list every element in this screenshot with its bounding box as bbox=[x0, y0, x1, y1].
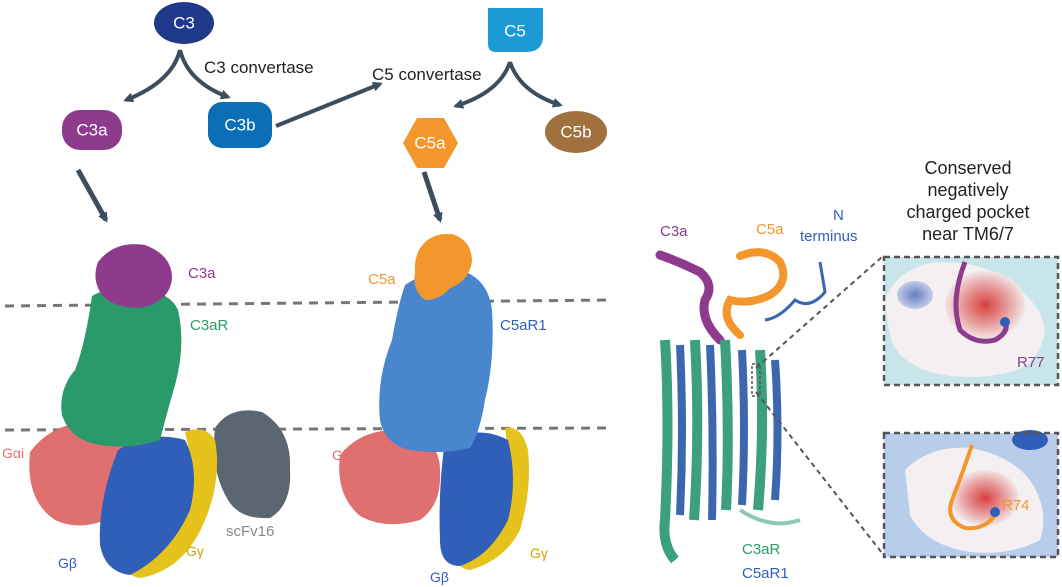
middle-receptor-label: C5aR1 bbox=[500, 317, 547, 334]
c5a-node: C5a bbox=[403, 118, 458, 168]
c3a-node-label: C3a bbox=[76, 121, 108, 140]
c5a-ribbon bbox=[722, 248, 788, 339]
c5-node-label: C5 bbox=[504, 22, 526, 41]
c-terminal-loop bbox=[738, 508, 801, 526]
pocket-title-line4: near TM6/7 bbox=[922, 224, 1014, 244]
pocket-bottom-positive-region bbox=[1012, 430, 1048, 450]
c5ar1-complex-structure: C5a C5aR1 Gαi Gβ Gγ bbox=[332, 233, 548, 585]
complement-cascade: C3 C3 convertase C3a C3b C5 convertase C… bbox=[62, 2, 607, 223]
c3ar-complex-structure: C3a C3aR Gαi Gβ Gγ scFv16 bbox=[2, 244, 291, 578]
middle-ligand-label: C5a bbox=[368, 271, 396, 288]
arrow-c5a-to-c5ar1 bbox=[421, 171, 443, 223]
left-gai-label: Gαi bbox=[2, 445, 24, 461]
overlay-c3a-label: C3a bbox=[660, 223, 688, 240]
tm-helix-blue-2 bbox=[706, 344, 717, 521]
pocket-title-line1: Conserved bbox=[924, 158, 1011, 178]
n-terminus-loop bbox=[764, 261, 827, 322]
gai-surface-middle bbox=[339, 430, 441, 525]
tm-helix-green-4 bbox=[753, 349, 768, 511]
r74-sidechain bbox=[990, 507, 1000, 517]
overlay-c5a-label: C5a bbox=[756, 221, 784, 238]
tm-helix-blue-1 bbox=[676, 344, 686, 516]
scfv16-surface bbox=[213, 410, 291, 519]
arrow-c5-to-c5a bbox=[453, 61, 512, 109]
c3a-ribbon bbox=[655, 250, 725, 345]
left-receptor-label: C3aR bbox=[190, 317, 229, 334]
pocket-bottom-frame bbox=[882, 431, 1060, 559]
c5a-node-label: C5a bbox=[414, 134, 446, 153]
pocket-bottom-residue-label: R74 bbox=[1002, 497, 1030, 514]
left-gb-label: Gβ bbox=[58, 555, 77, 571]
overlay-legend-c5ar1: C5aR1 bbox=[742, 565, 789, 582]
c5ar1-surface bbox=[379, 269, 493, 453]
c5a-residue-trace bbox=[948, 444, 997, 531]
gb-surface-left bbox=[99, 436, 194, 575]
arrow-c3a-to-c3ar bbox=[75, 168, 109, 223]
pocket-panel-c5a: R74 bbox=[882, 430, 1060, 559]
c3b-node: C3b bbox=[208, 102, 272, 148]
tm-helix-green-1 bbox=[659, 339, 679, 564]
n-terminus-label-line2: terminus bbox=[800, 228, 858, 245]
n-terminus-label-line1: N bbox=[833, 207, 844, 224]
pocket-bottom-negative-region bbox=[951, 470, 1019, 526]
zoom-line-bottom bbox=[755, 391, 883, 554]
gy-surface-left bbox=[126, 429, 218, 578]
middle-gai-label: Gαi bbox=[332, 447, 354, 463]
left-gy-label: Gγ bbox=[186, 543, 204, 559]
c3-convertase-label: C3 convertase bbox=[204, 58, 314, 77]
pocket-title-line2: negatively bbox=[927, 180, 1008, 200]
c3a-node: C3a bbox=[62, 110, 122, 150]
pocket-top-frame bbox=[882, 255, 1060, 387]
c3ar-surface bbox=[61, 287, 182, 447]
tm-helix-blue-3 bbox=[738, 349, 748, 506]
c5b-node-label: C5b bbox=[560, 123, 591, 142]
c3a-ligand-surface bbox=[95, 244, 172, 308]
pocket-top-positive-region bbox=[897, 281, 933, 309]
tm-helix-green-2 bbox=[689, 339, 703, 521]
overlay-legend-c3ar: C3aR bbox=[742, 541, 781, 558]
tm-helix-blue-4 bbox=[771, 359, 782, 501]
c5a-ligand-surface bbox=[414, 233, 472, 300]
c5b-node: C5b bbox=[545, 111, 607, 153]
middle-gb-label: Gβ bbox=[430, 569, 449, 585]
c3-label: C3 bbox=[173, 14, 195, 33]
scfv16-label: scFv16 bbox=[226, 523, 274, 540]
gai-surface-left bbox=[29, 422, 128, 526]
arrow-c5-to-c5b bbox=[508, 61, 563, 108]
arrow-c3-to-c3b bbox=[178, 49, 231, 100]
pocket-top-residue-label: R77 bbox=[1017, 354, 1045, 371]
arrow-c3-to-c3a bbox=[123, 49, 182, 103]
left-ligand-label: C3a bbox=[188, 265, 216, 282]
pocket-title-line3: charged pocket bbox=[906, 202, 1029, 222]
tm-helix-green-3 bbox=[720, 339, 733, 511]
c3b-node-label: C3b bbox=[224, 116, 255, 135]
middle-gy-label: Gγ bbox=[530, 545, 548, 561]
gb-surface-middle bbox=[439, 432, 513, 566]
c3a-residue-trace bbox=[953, 261, 1009, 344]
arrow-c3b-to-c5-convertase bbox=[275, 81, 383, 128]
c5-convertase-label: C5 convertase bbox=[372, 65, 482, 84]
c5-node: C5 bbox=[488, 8, 543, 52]
zoom-line-top bbox=[755, 256, 883, 369]
pocket-panel-c3a: R77 bbox=[882, 255, 1060, 387]
r77-sidechain bbox=[1000, 317, 1010, 327]
receptor-ribbon-overlay: C3a C5a N terminus C3aR C5aR1 bbox=[655, 207, 883, 582]
c3-node: C3 bbox=[154, 2, 214, 44]
pocket-title: Conserved negatively charged pocket near… bbox=[906, 158, 1029, 244]
